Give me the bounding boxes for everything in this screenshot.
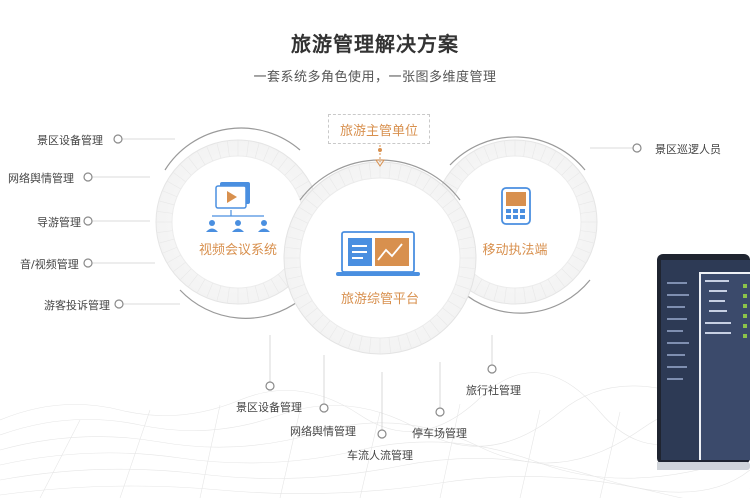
- monitor-chart-icon: [336, 232, 420, 276]
- hub-label-video-conference: 视频会议系统: [188, 239, 288, 258]
- hub-label-mobile-enforcement: 移动执法端: [465, 239, 565, 258]
- left-item-scenic-device: 景区设备管理: [37, 132, 103, 148]
- hub-label-platform: 旅游综管平台: [330, 288, 430, 307]
- bottom-item-travel-agency: 旅行社管理: [466, 382, 521, 398]
- laptop-mockup: [657, 254, 750, 474]
- left-item-guide: 导游管理: [37, 214, 81, 230]
- bottom-item-scenic-device: 景区设备管理: [236, 399, 302, 415]
- bottom-item-traffic-flow: 车流人流管理: [347, 447, 413, 463]
- terrain-wireframe: [0, 373, 750, 498]
- top-node-tourism-authority: 旅游主管单位: [328, 114, 430, 144]
- left-item-audio-video: 音/视频管理: [20, 256, 79, 272]
- bottom-item-public-opinion: 网络舆情管理: [290, 423, 356, 439]
- page-subtitle: 一套系统多角色使用，一张图多维度管理: [0, 66, 750, 85]
- left-item-public-opinion: 网络舆情管理: [8, 170, 74, 186]
- left-item-complaints: 游客投诉管理: [44, 297, 110, 313]
- bottom-item-parking: 停车场管理: [412, 425, 467, 441]
- page-title: 旅游管理解决方案: [0, 28, 750, 57]
- mobile-terminal-icon: [502, 188, 530, 224]
- right-item-patrol: 景区巡逻人员: [655, 141, 721, 157]
